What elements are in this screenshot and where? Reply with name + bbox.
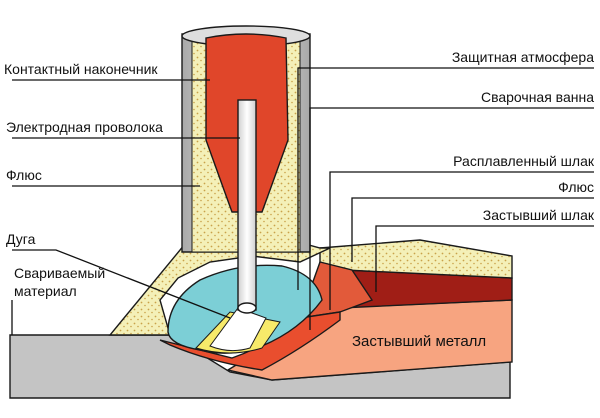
arc-core bbox=[209, 307, 267, 352]
label-weld-pool: Сварочная ванна bbox=[481, 89, 594, 105]
label-base-material-2: материал bbox=[14, 283, 77, 299]
leader-molten-slag bbox=[329, 171, 594, 310]
leader-solid-slag bbox=[375, 225, 594, 292]
leader-flux-right bbox=[351, 197, 594, 262]
label-flux-left: Флюс bbox=[6, 167, 42, 183]
label-solid-slag: Застывший шлак bbox=[483, 207, 595, 223]
wire-tip bbox=[237, 302, 257, 314]
label-shielding-atmosphere: Защитная атмосфера bbox=[452, 49, 594, 65]
leader-shielding bbox=[297, 67, 594, 290]
leader-weld-pool bbox=[309, 107, 594, 330]
label-contact-tip: Контактный наконечник bbox=[4, 61, 158, 77]
electrode-wire bbox=[237, 99, 257, 311]
label-base-material-1: Свариваемый bbox=[14, 265, 105, 281]
label-arc: Дуга bbox=[6, 231, 36, 247]
label-molten-slag: Расплавленный шлак bbox=[453, 153, 595, 169]
leader-arc bbox=[12, 249, 231, 319]
label-flux-right: Флюс bbox=[558, 179, 594, 195]
label-solid-metal: Застывший металл bbox=[352, 333, 486, 350]
label-electrode-wire: Электродная проволока bbox=[6, 119, 163, 135]
